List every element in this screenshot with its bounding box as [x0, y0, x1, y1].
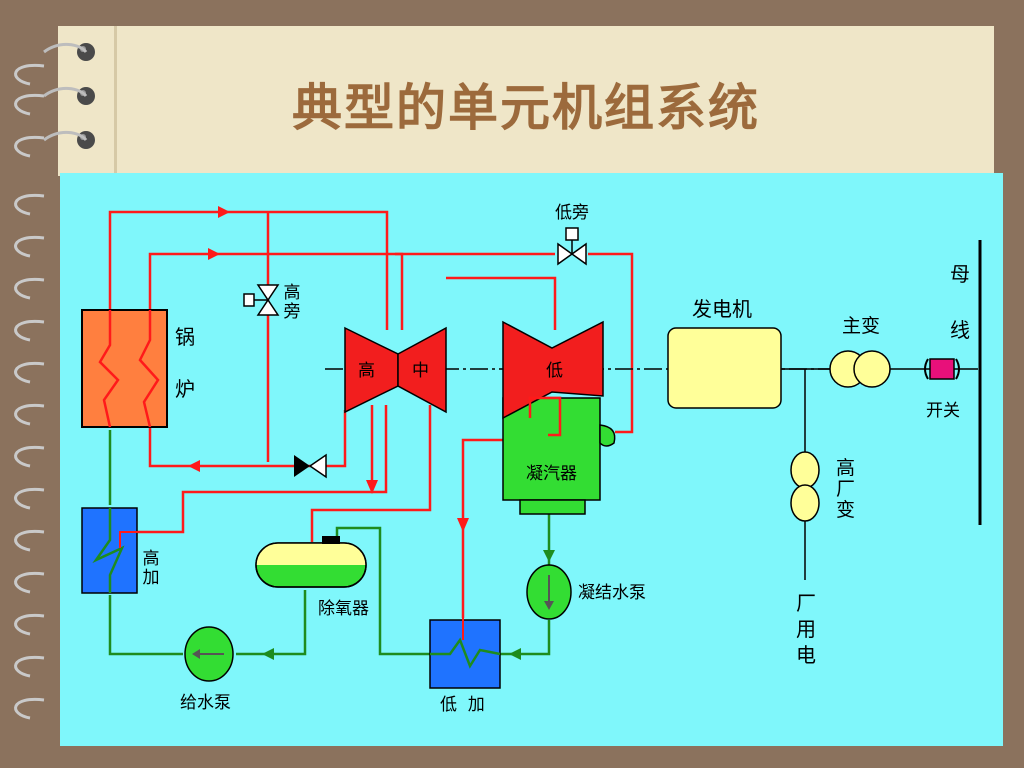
label-hp-turbine: 高	[358, 361, 375, 381]
label-busbar: 母线	[950, 262, 970, 342]
label-station-power: 厂用电	[796, 591, 816, 667]
label-ip-turbine: 中	[412, 361, 429, 381]
hp-bypass-valve	[243, 284, 280, 316]
feed-pump	[184, 626, 234, 682]
spiral-binding	[14, 43, 95, 720]
condensate-pump	[526, 564, 572, 620]
label-condenser: 凝汽器	[526, 464, 577, 484]
switch	[924, 358, 960, 380]
generator	[667, 327, 782, 409]
paper-margin-line	[114, 26, 117, 176]
label-boiler-guo: 锅	[175, 325, 195, 349]
label-hp-bypass: 高旁	[283, 283, 301, 322]
label-lp-bypass: 低旁	[555, 203, 589, 223]
main-transformer	[829, 350, 891, 388]
notebook-paper	[58, 26, 994, 176]
aux-transformer	[790, 451, 820, 522]
steam-lines	[108, 210, 634, 618]
condenser	[502, 397, 601, 501]
boiler	[81, 309, 168, 428]
slide-title: 典型的单元机组系统	[292, 79, 760, 137]
label-switch: 开关	[926, 401, 960, 421]
label-hp-heater: 高加	[142, 549, 160, 588]
label-condensate-pump: 凝结水泵	[578, 583, 646, 603]
lp-turbine	[502, 320, 604, 420]
deaerator	[255, 536, 367, 588]
label-aux-transformer: 高厂变	[836, 457, 856, 521]
label-feed-pump: 给水泵	[180, 693, 231, 713]
check-valve	[294, 453, 327, 479]
label-lp-turbine: 低	[546, 361, 563, 381]
ip-turbine	[397, 326, 447, 414]
label-main-transformer: 主变	[842, 315, 881, 337]
label-lp-heater: 低 加	[440, 695, 485, 715]
label-deaerator: 除氧器	[318, 599, 369, 619]
lp-bypass-valve	[557, 227, 587, 266]
label-boiler-lu: 炉	[175, 377, 195, 401]
label-generator: 发电机	[692, 297, 752, 321]
